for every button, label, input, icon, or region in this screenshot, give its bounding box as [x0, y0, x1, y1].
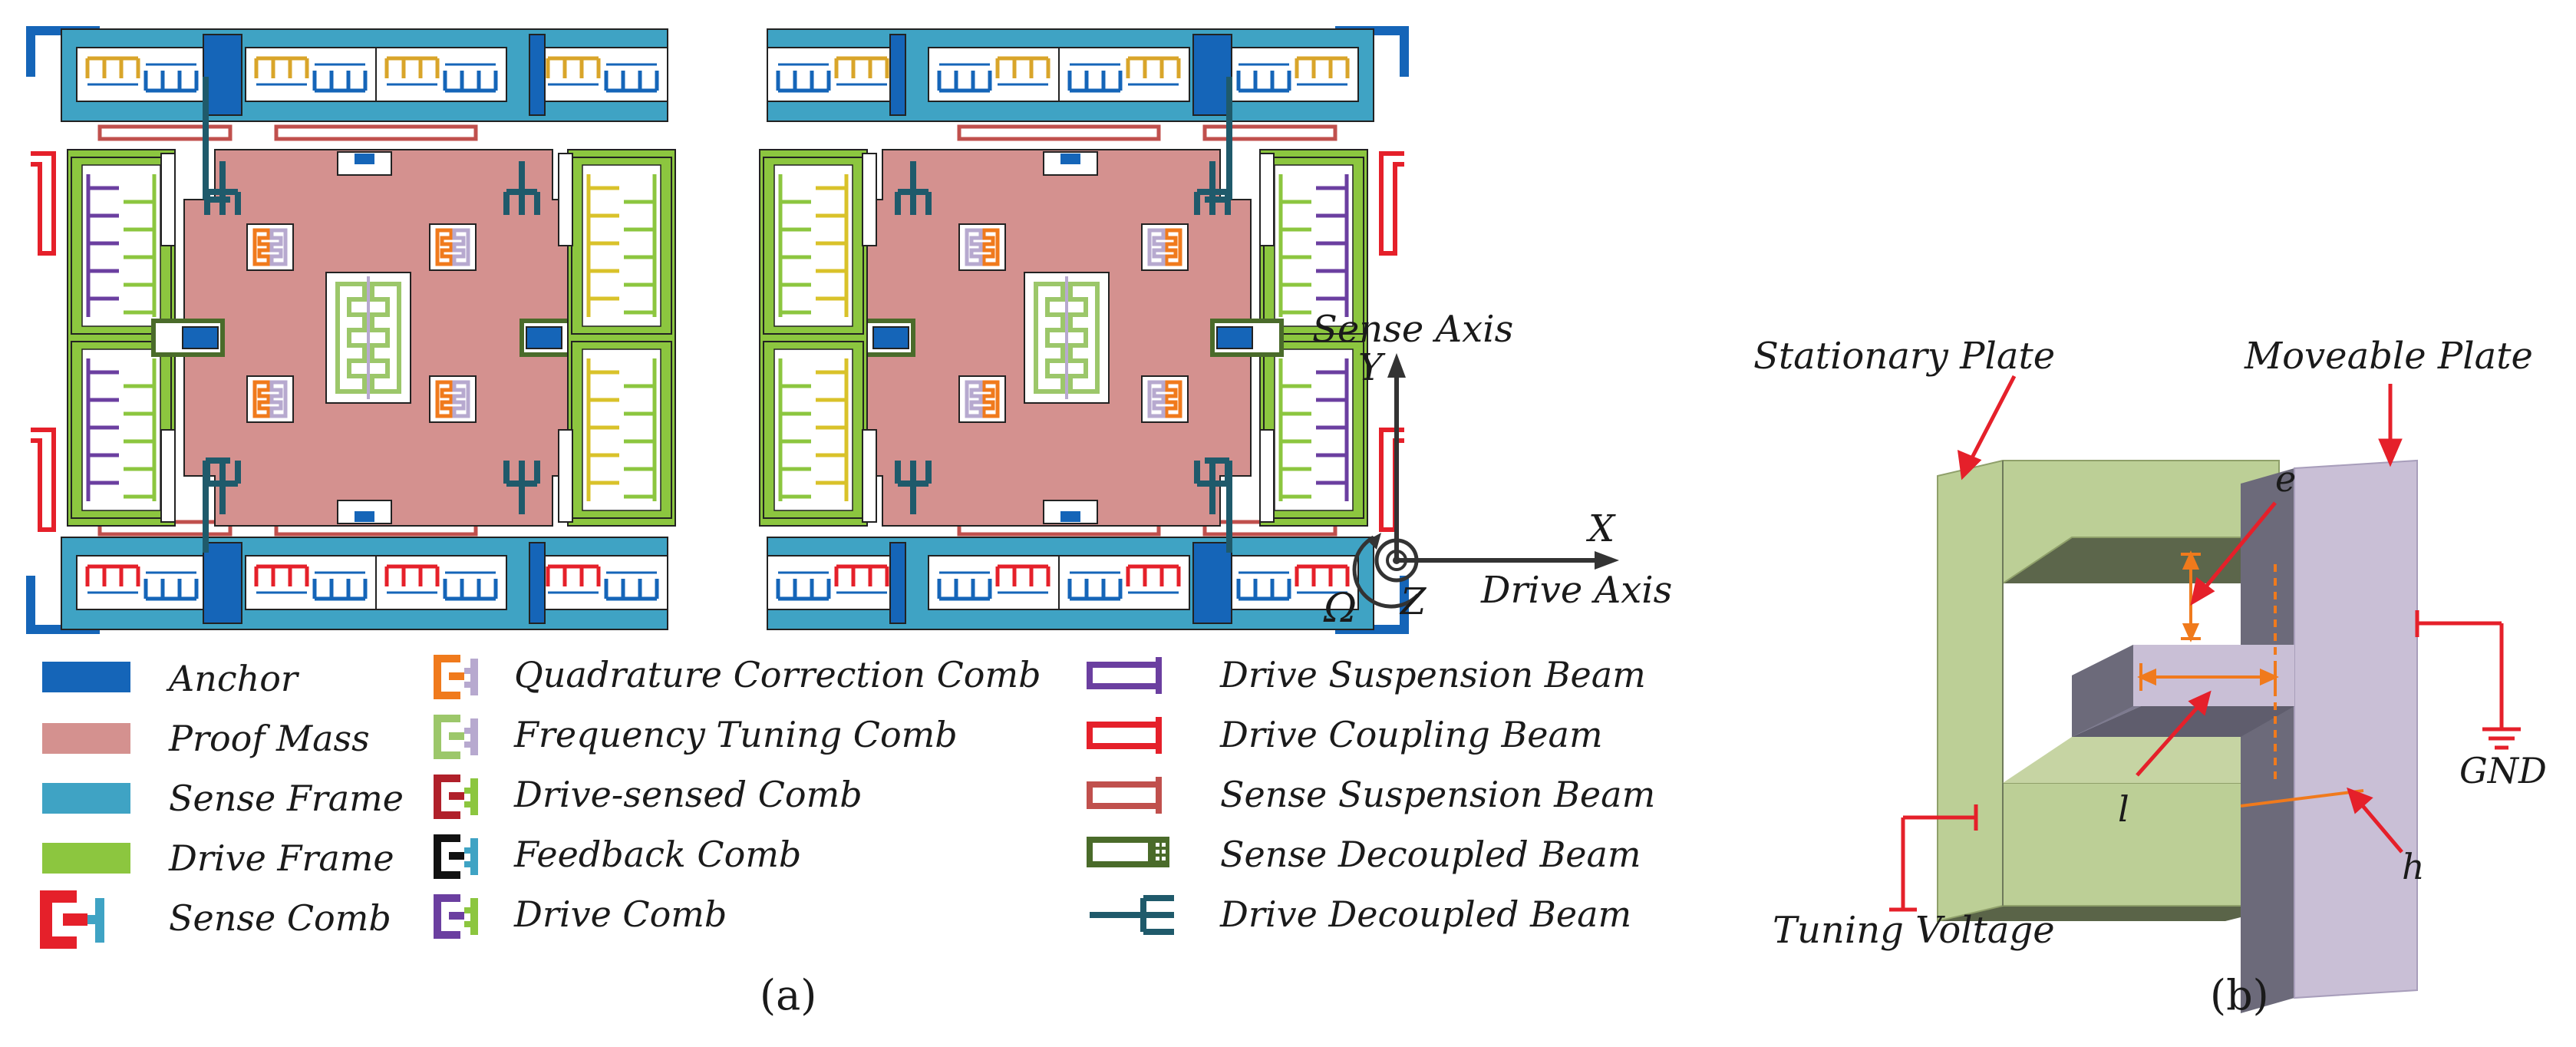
legend-label-sense-decoupled: Sense Decoupled Beam [1220, 834, 1641, 875]
dimension-e-label: e [2275, 458, 2296, 500]
legend: Anchor Proof Mass Sense Frame Drive Fram… [40, 654, 1655, 949]
proof-mass-swatch [42, 723, 130, 754]
tuning-voltage-terminal [1889, 804, 1978, 912]
quadrature-comb-glyph [434, 655, 478, 699]
tuning-voltage-label: Tuning Voltage [1773, 909, 2055, 952]
sense-comb-glyph [40, 890, 104, 949]
annotation-arrows [1957, 375, 2403, 854]
legend-label-drive-comb: Drive Comb [513, 893, 727, 935]
panel-b-caption: (b) [2210, 971, 2269, 1019]
moveable-plate-side [2241, 468, 2294, 1013]
feedback-comb-glyph [434, 834, 478, 879]
gyroscope-layout [26, 26, 1409, 634]
gyro-half-left [31, 28, 676, 630]
frequency-tuning-comb-glyph [434, 715, 478, 759]
sense-axis-label: Sense Axis [1312, 308, 1513, 351]
legend-label-drive-coupling: Drive Coupling Beam [1219, 714, 1603, 755]
legend-label-drive-frame: Drive Frame [168, 837, 394, 879]
drive-comb-glyph [434, 894, 478, 939]
drive-frame-right [558, 149, 676, 527]
legend-label-drive-sensed: Drive-sensed Comb [513, 774, 863, 815]
stationary-plate-label: Stationary Plate [1753, 335, 2055, 378]
anchor-swatch [42, 662, 130, 692]
legend-label-feedback: Feedback Comb [513, 834, 801, 875]
gyro-half-right [760, 29, 1404, 629]
dimension-l [2137, 663, 2279, 691]
gnd-label: GND [2459, 750, 2547, 791]
anchor [203, 34, 242, 116]
gnd-symbol [2415, 610, 2521, 750]
legend-label-frequency-tuning: Frequency Tuning Comb [513, 714, 958, 755]
coordinate-axes: Sense Axis Y X Drive Axis Z Ω [1312, 308, 1672, 632]
z-axis-label: Z [1399, 580, 1427, 623]
sense-frame-swatch [42, 783, 130, 814]
panel-a-caption: (a) [760, 971, 816, 1019]
drive-decoupled-beam-glyph [1090, 895, 1174, 935]
moveable-plate-label: Moveable Plate [2244, 335, 2533, 378]
drive-suspension-beam-glyph [1087, 657, 1162, 694]
sense-decoupled-beam-glyph [1087, 837, 1169, 867]
dimension-e [2181, 550, 2201, 642]
drive-axis-label: Drive Axis [1480, 569, 1672, 612]
dimension-l-label: l [2118, 788, 2129, 830]
drive-sensed-comb-glyph [434, 775, 478, 819]
comb-3d-structure: Stationary Plate Moveable Plate e l h GN… [1753, 335, 2547, 1013]
omega-label: Ω [1323, 586, 1357, 632]
sense-suspension-beam-glyph [1087, 777, 1162, 814]
x-axis-label: X [1585, 507, 1616, 550]
legend-label-proof-mass: Proof Mass [168, 718, 370, 759]
drive-coupling-beam-glyph [1087, 717, 1162, 754]
dimension-h [2240, 789, 2364, 808]
legend-label-sense-suspension: Sense Suspension Beam [1220, 774, 1655, 815]
legend-label-drive-suspension: Drive Suspension Beam [1219, 654, 1646, 695]
legend-label-sense-comb: Sense Comb [169, 897, 391, 939]
drive-decoupled-beam [203, 77, 540, 553]
legend-label-drive-decoupled: Drive Decoupled Beam [1219, 893, 1631, 935]
legend-label-anchor: Anchor [166, 658, 300, 699]
moveable-plate-front [2294, 459, 2418, 999]
legend-label-sense-frame: Sense Frame [169, 778, 404, 819]
y-axis-label: Y [1358, 346, 1386, 389]
dimension-h-label: h [2402, 846, 2425, 887]
legend-label-quadrature: Quadrature Correction Comb [514, 654, 1041, 695]
drive-frame-swatch [42, 843, 130, 874]
